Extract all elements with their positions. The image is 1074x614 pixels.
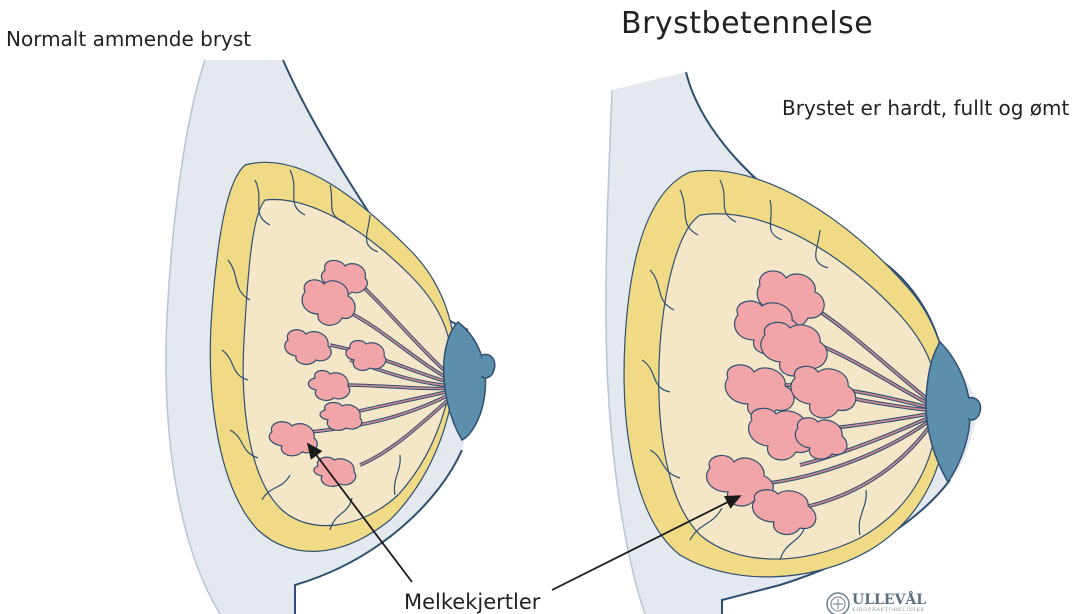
logo-seal-icon	[827, 593, 849, 614]
logo-subtitle: KIROPRAKTORKLINIKK	[852, 607, 925, 613]
normal-breast	[166, 60, 495, 614]
inflamed-nipple	[968, 398, 981, 420]
glands-label: Melkekjertler	[404, 590, 540, 614]
logo-name: ULLEVÅL	[852, 592, 926, 608]
inflamed-breast	[606, 72, 981, 614]
diagram-title: Brystbetennelse	[621, 6, 873, 41]
inflamed-breast-description: Brystet er hardt, fullt og ømt	[782, 96, 1069, 120]
normal-nipple	[482, 354, 495, 378]
normal-breast-caption: Normalt ammende bryst	[6, 27, 251, 51]
